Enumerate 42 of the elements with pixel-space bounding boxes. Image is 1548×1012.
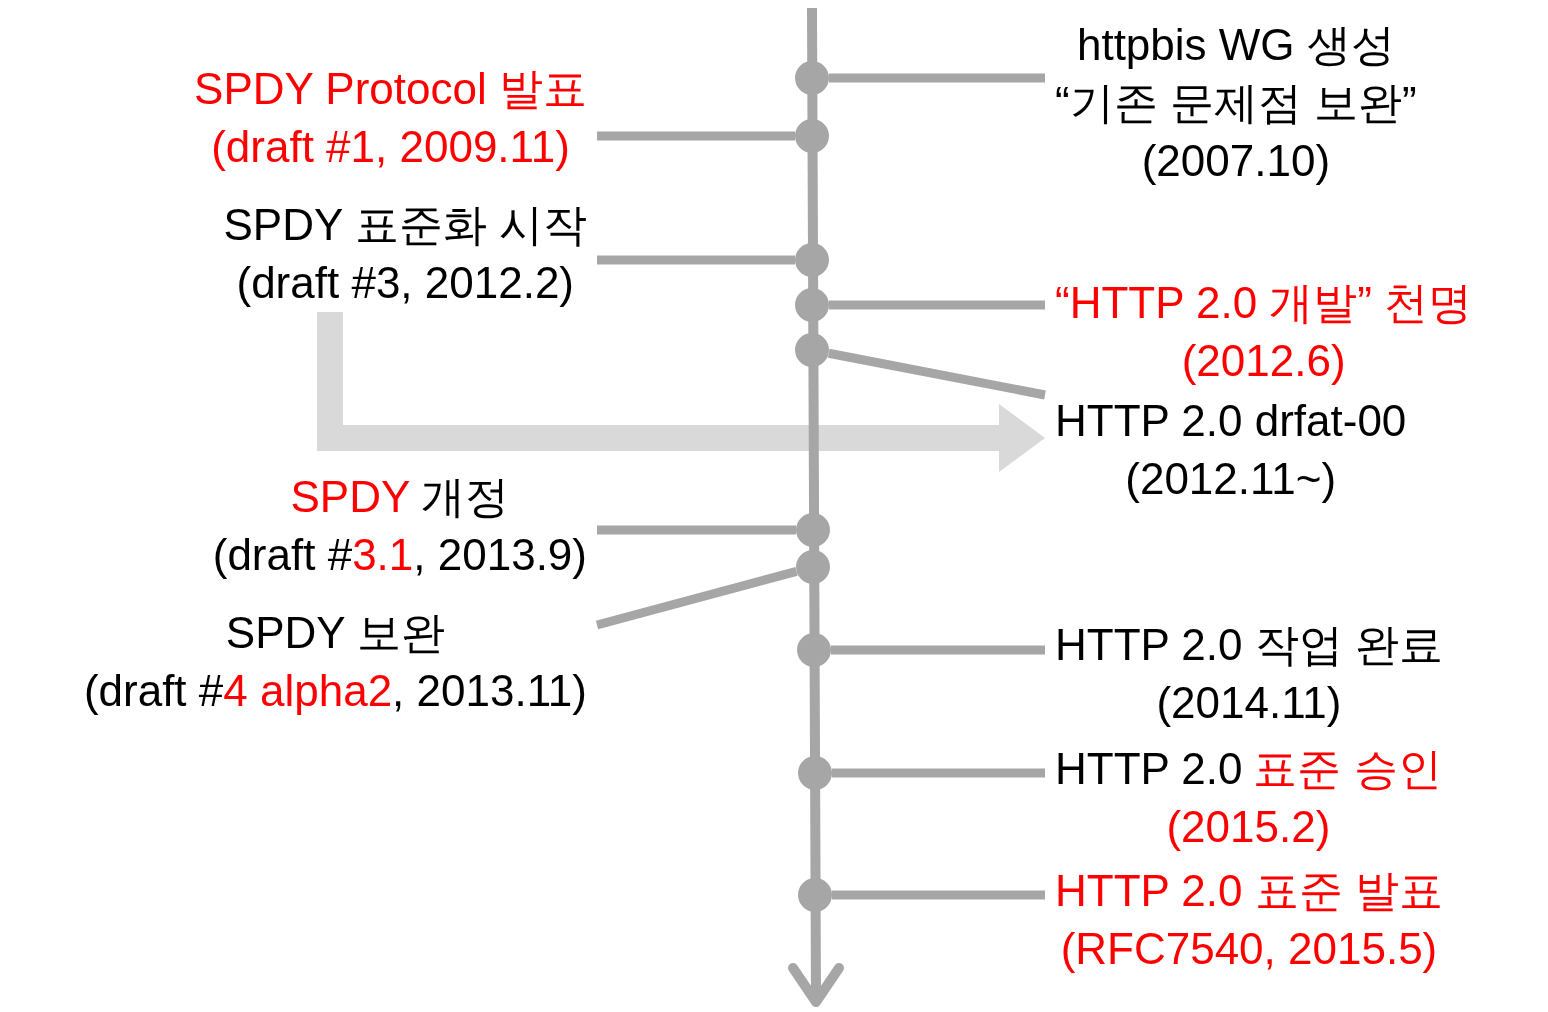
connector-line: [595, 567, 798, 630]
event-text: (draft #3, 2012.2): [236, 257, 575, 309]
connector-line: [829, 73, 1045, 83]
event-text: (draft #1, 2009.11): [211, 121, 570, 173]
connector-line: [827, 348, 1046, 400]
connector-line: [832, 890, 1045, 900]
event-text: httpbis WG 생성: [1076, 19, 1395, 71]
event-text: (2015.2): [1166, 801, 1331, 853]
flow-arrow: [317, 312, 1045, 472]
connector-line: [597, 255, 795, 265]
event-text: (2012.11~): [1125, 453, 1337, 505]
event-text: SPDY 개정: [290, 471, 510, 523]
timeline-dot: [795, 243, 829, 277]
event-text: (2014.11): [1156, 677, 1342, 729]
connector-line: [829, 300, 1045, 310]
event-text: (2007.10): [1141, 135, 1331, 187]
timeline-dot: [795, 61, 829, 95]
event-text: (2012.6): [1181, 335, 1346, 387]
event-text: “HTTP 2.0 개발” 천명: [1055, 277, 1473, 329]
event-text: HTTP 2.0 표준 발표: [1055, 865, 1443, 917]
timeline-dot: [798, 878, 832, 912]
connector-line: [831, 645, 1045, 655]
timeline-dot: [798, 756, 832, 790]
connector-line: [597, 131, 795, 141]
event-text: HTTP 2.0 표준 승인: [1055, 743, 1442, 795]
connector-line: [597, 525, 796, 535]
event-text: SPDY Protocol 발표: [194, 63, 587, 115]
event-text: HTTP 2.0 drfat-00: [1055, 395, 1407, 447]
event-text: SPDY 보완: [225, 607, 446, 659]
event-text: HTTP 2.0 작업 완료: [1055, 619, 1443, 671]
event-text: (draft #4 alpha2, 2013.11): [83, 665, 587, 717]
timeline-dot: [795, 288, 829, 322]
timeline-dot: [796, 550, 830, 584]
timeline-dot: [795, 333, 829, 367]
event-text: (RFC7540, 2015.5): [1060, 923, 1438, 975]
event-text: “기존 문제점 보완”: [1055, 77, 1417, 129]
connector-line: [832, 768, 1045, 778]
timeline-dot: [796, 513, 830, 547]
timeline-dot: [795, 119, 829, 153]
event-text: SPDY 표준화 시작: [223, 199, 587, 251]
timeline-dot: [797, 633, 831, 667]
event-text: (draft #3.1, 2013.9): [212, 529, 587, 581]
